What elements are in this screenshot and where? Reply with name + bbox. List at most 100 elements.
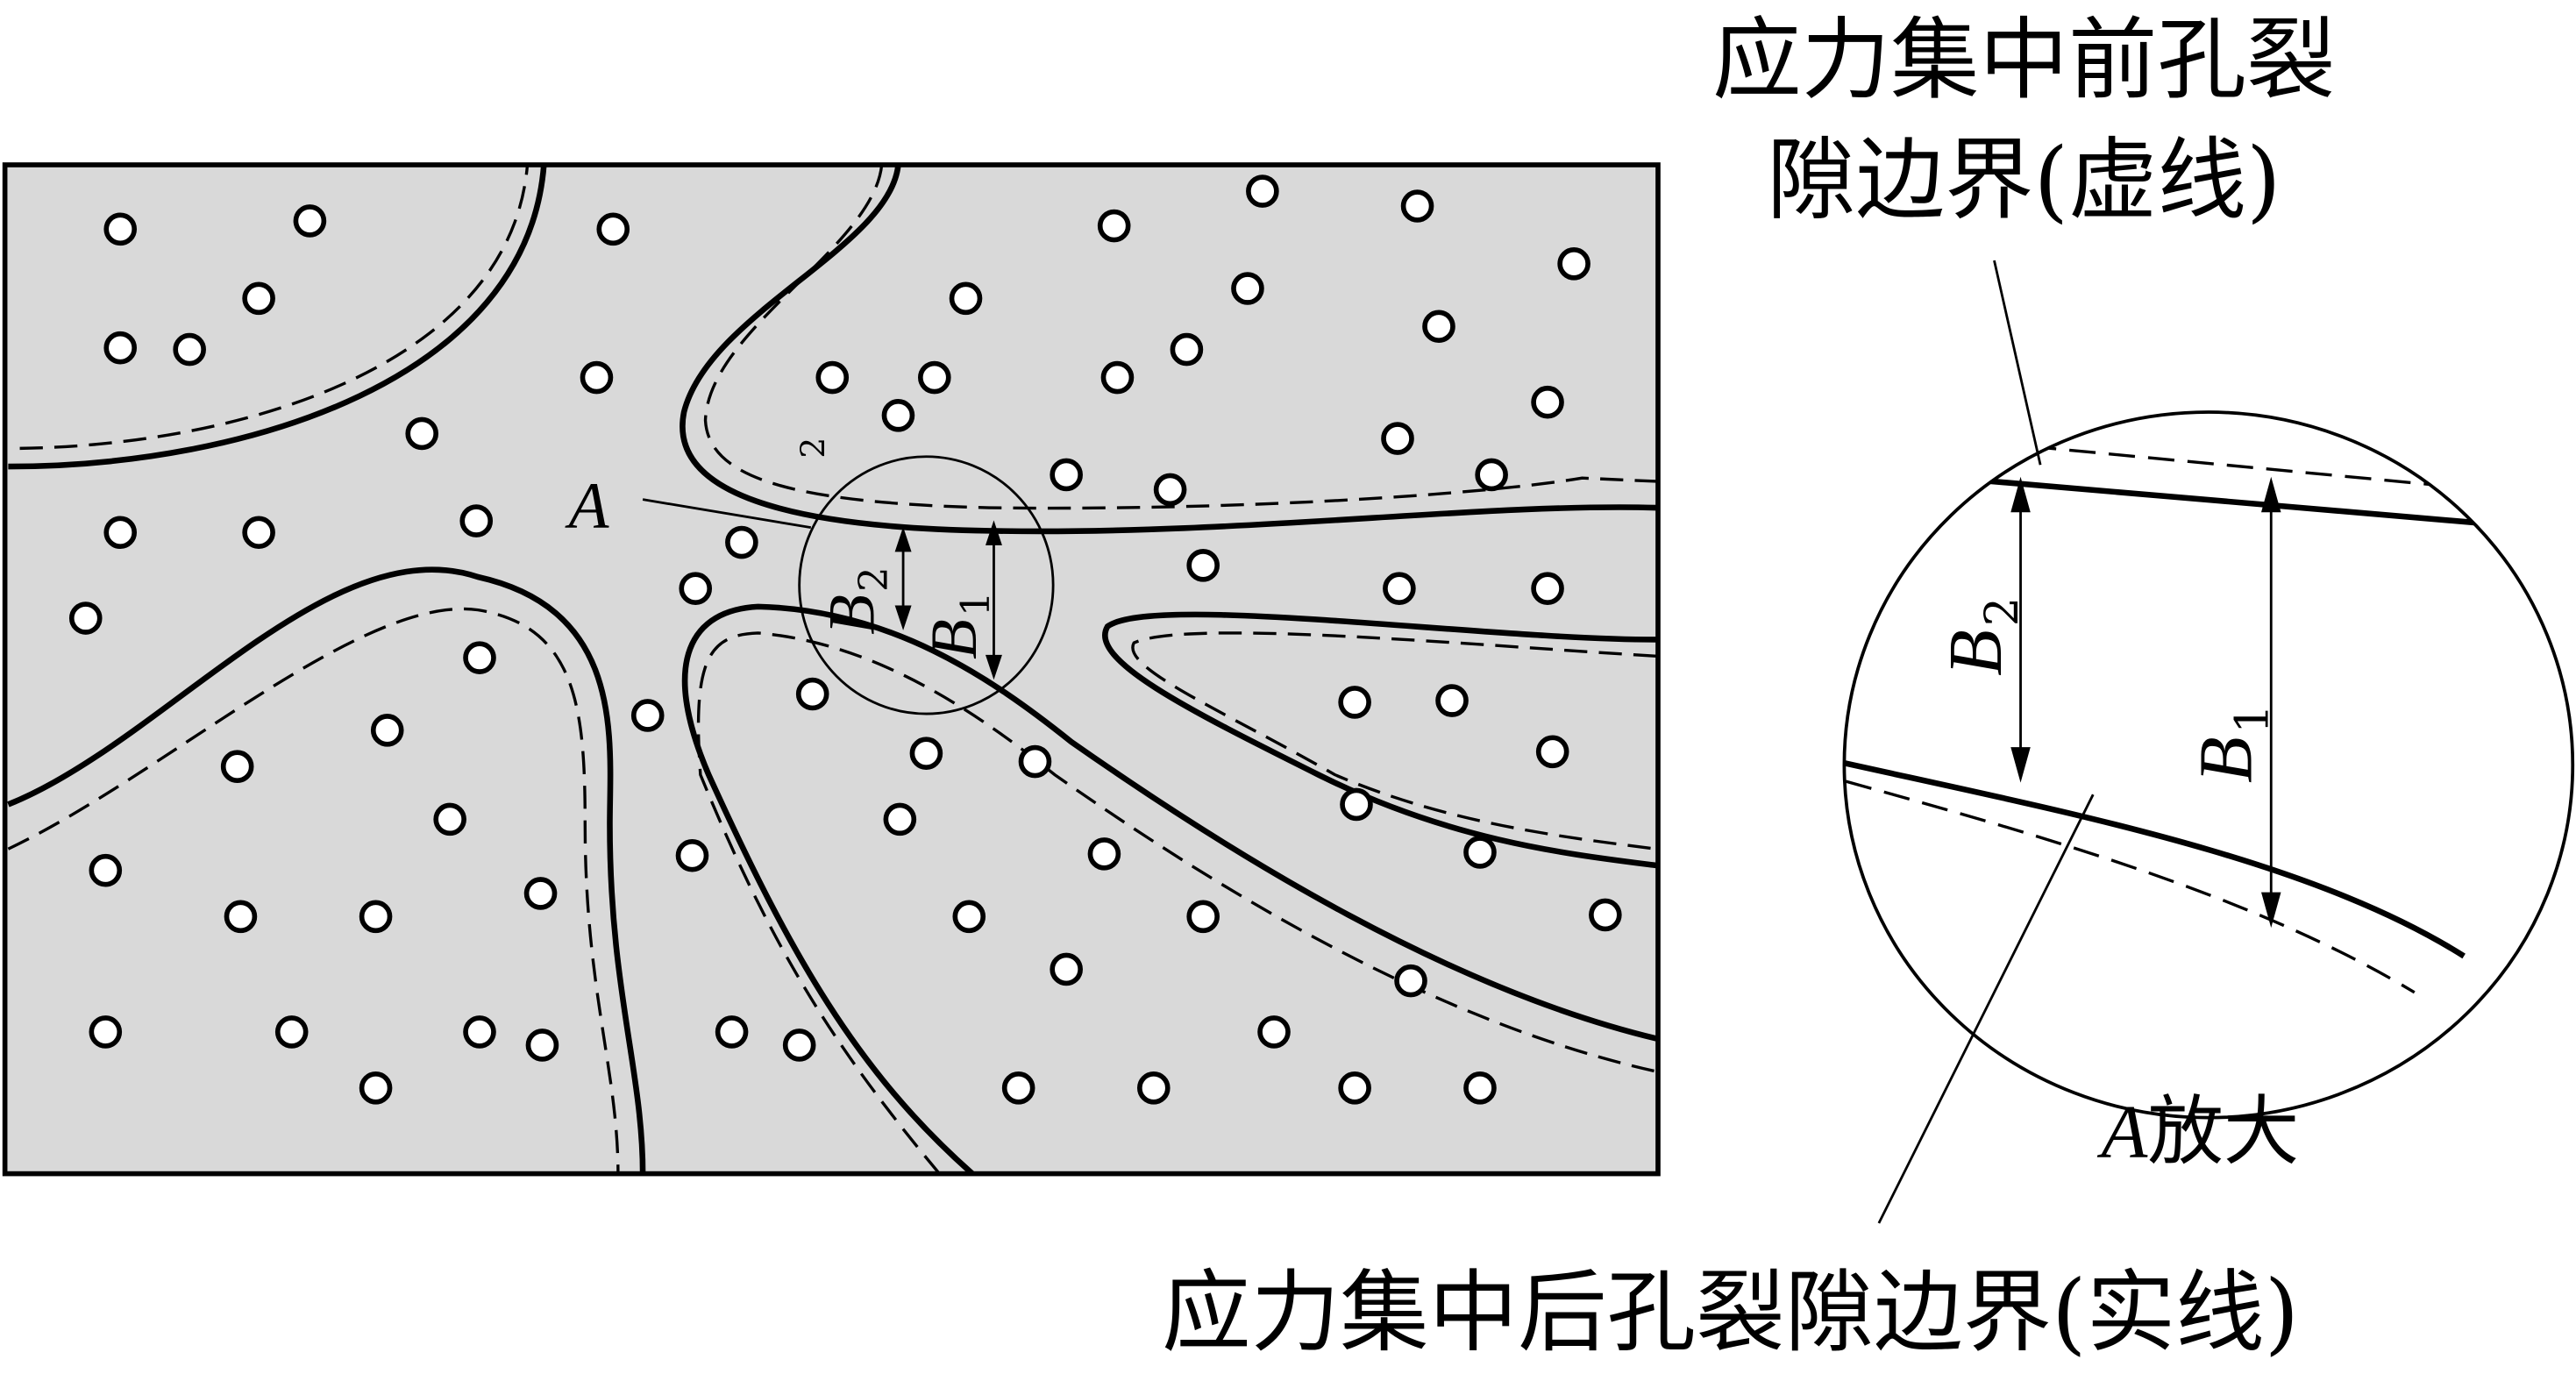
- magnify-label-a: A: [2097, 1090, 2149, 1174]
- pore-circle: [1100, 360, 1135, 395]
- pore-circle: [1257, 1015, 1291, 1049]
- pore-circle: [359, 900, 393, 934]
- pore-circle: [596, 212, 630, 246]
- a-leader-line: [642, 498, 812, 530]
- pore-circle: [224, 900, 258, 934]
- pore-circle: [918, 360, 951, 395]
- label-b2-magnified: B 2: [1933, 597, 2029, 676]
- pore-circle: [103, 212, 138, 246]
- pore-circle: [1338, 1071, 1371, 1105]
- pore-circle: [1435, 684, 1469, 717]
- pore-circle: [242, 516, 275, 550]
- pore-circle: [463, 641, 496, 674]
- svg-text:B: B: [2184, 737, 2268, 783]
- pore-circle: [1097, 209, 1131, 243]
- svg-text:B: B: [1933, 630, 2017, 676]
- svg-text:B: B: [815, 594, 888, 635]
- pore-circle: [1050, 458, 1083, 492]
- pore-circle: [782, 1029, 816, 1062]
- pore-circle: [1463, 836, 1497, 869]
- pore-circle: [103, 516, 138, 550]
- pore-circle: [1422, 310, 1455, 344]
- pore-circle: [1137, 1071, 1171, 1105]
- pore-circle: [1186, 900, 1220, 934]
- pore-circle: [1338, 686, 1371, 719]
- pore-circle: [459, 504, 494, 537]
- pore-circle: [405, 416, 439, 451]
- pore-circle: [68, 601, 103, 635]
- pore-circle: [1531, 385, 1564, 419]
- pore-circle: [679, 572, 713, 605]
- pore-circle: [795, 677, 829, 711]
- pore-circle: [1475, 458, 1508, 492]
- svg-text:2: 2: [850, 566, 896, 592]
- magnified-dashed-upper: [1911, 433, 2572, 500]
- pore-circle: [1340, 787, 1373, 822]
- pore-circle: [1018, 744, 1052, 779]
- pore-circle: [1463, 1071, 1497, 1105]
- pore-circle: [1170, 332, 1204, 367]
- magnify-label-text: 放大: [2147, 1088, 2299, 1176]
- pore-circle: [1001, 1071, 1035, 1105]
- pore-circle: [909, 737, 943, 770]
- label-b1-magnified: B 1: [2184, 704, 2280, 783]
- boundaries-after-solid: [7, 165, 1657, 1174]
- pore-circle: [370, 714, 404, 747]
- pore-circle: [1589, 898, 1622, 932]
- pore-circle: [523, 877, 558, 910]
- pore-circle: [359, 1071, 393, 1105]
- label-small-2: 2: [793, 438, 832, 459]
- pore-circle: [103, 331, 138, 365]
- before-label-line1: 应力集中前孔裂: [1712, 8, 2335, 111]
- pore-circle: [242, 281, 275, 316]
- label-b2-small: B 2: [815, 566, 896, 635]
- svg-text:2: 2: [1975, 597, 2029, 626]
- after-leader-line: [1877, 794, 2095, 1224]
- pore-circle: [815, 360, 850, 395]
- pore-circle: [1531, 572, 1564, 605]
- pore-circle: [1535, 735, 1569, 769]
- magnified-solid-lower: [1844, 758, 2466, 959]
- pore-circle: [881, 398, 915, 432]
- pore-circle: [715, 1015, 749, 1049]
- pore-circle: [1186, 549, 1220, 582]
- magnified-solid-upper: [1895, 470, 2572, 534]
- pore-circle: [580, 360, 614, 395]
- pore-circle: [883, 802, 917, 836]
- svg-text:1: 1: [952, 591, 999, 616]
- pore-circle: [1246, 174, 1279, 208]
- pore-circle: [220, 750, 254, 784]
- boundaries-before-dashed: [7, 165, 1657, 1174]
- pore-circle: [89, 1015, 123, 1049]
- pore-circle: [1381, 422, 1414, 455]
- pore-circle: [1231, 272, 1264, 305]
- pores: [68, 174, 1622, 1105]
- label-a: A: [565, 470, 610, 543]
- pore-circle: [725, 525, 758, 559]
- pore-circle: [1087, 837, 1121, 871]
- pore-circle: [89, 853, 123, 887]
- pore-circle: [952, 900, 986, 934]
- magnified-arrows: [2010, 476, 2281, 929]
- pore-circle: [675, 838, 709, 872]
- pore-circle: [274, 1015, 309, 1049]
- pore-circle: [1557, 247, 1590, 281]
- pore-circle: [173, 332, 206, 367]
- magnify-label: A放大: [2097, 1088, 2300, 1176]
- pore-circle: [949, 281, 983, 316]
- magnified-dashed-lower: [1845, 779, 2416, 994]
- svg-text:1: 1: [2225, 704, 2279, 733]
- pore-circle: [525, 1029, 559, 1062]
- label-b1-small: B 1: [918, 591, 999, 659]
- after-label: 应力集中后孔裂隙边界(实线): [1162, 1261, 2299, 1364]
- pore-circle: [463, 1015, 496, 1049]
- small-arrows: [894, 520, 1002, 680]
- before-label-line2: 隙边界(虚线): [1767, 129, 2281, 232]
- pore-circle: [293, 204, 327, 238]
- pore-circle: [1383, 572, 1416, 605]
- before-leader-line: [1993, 260, 2042, 466]
- pore-circle: [1050, 952, 1083, 986]
- pore-circle: [1394, 964, 1427, 998]
- pore-circle: [433, 802, 466, 836]
